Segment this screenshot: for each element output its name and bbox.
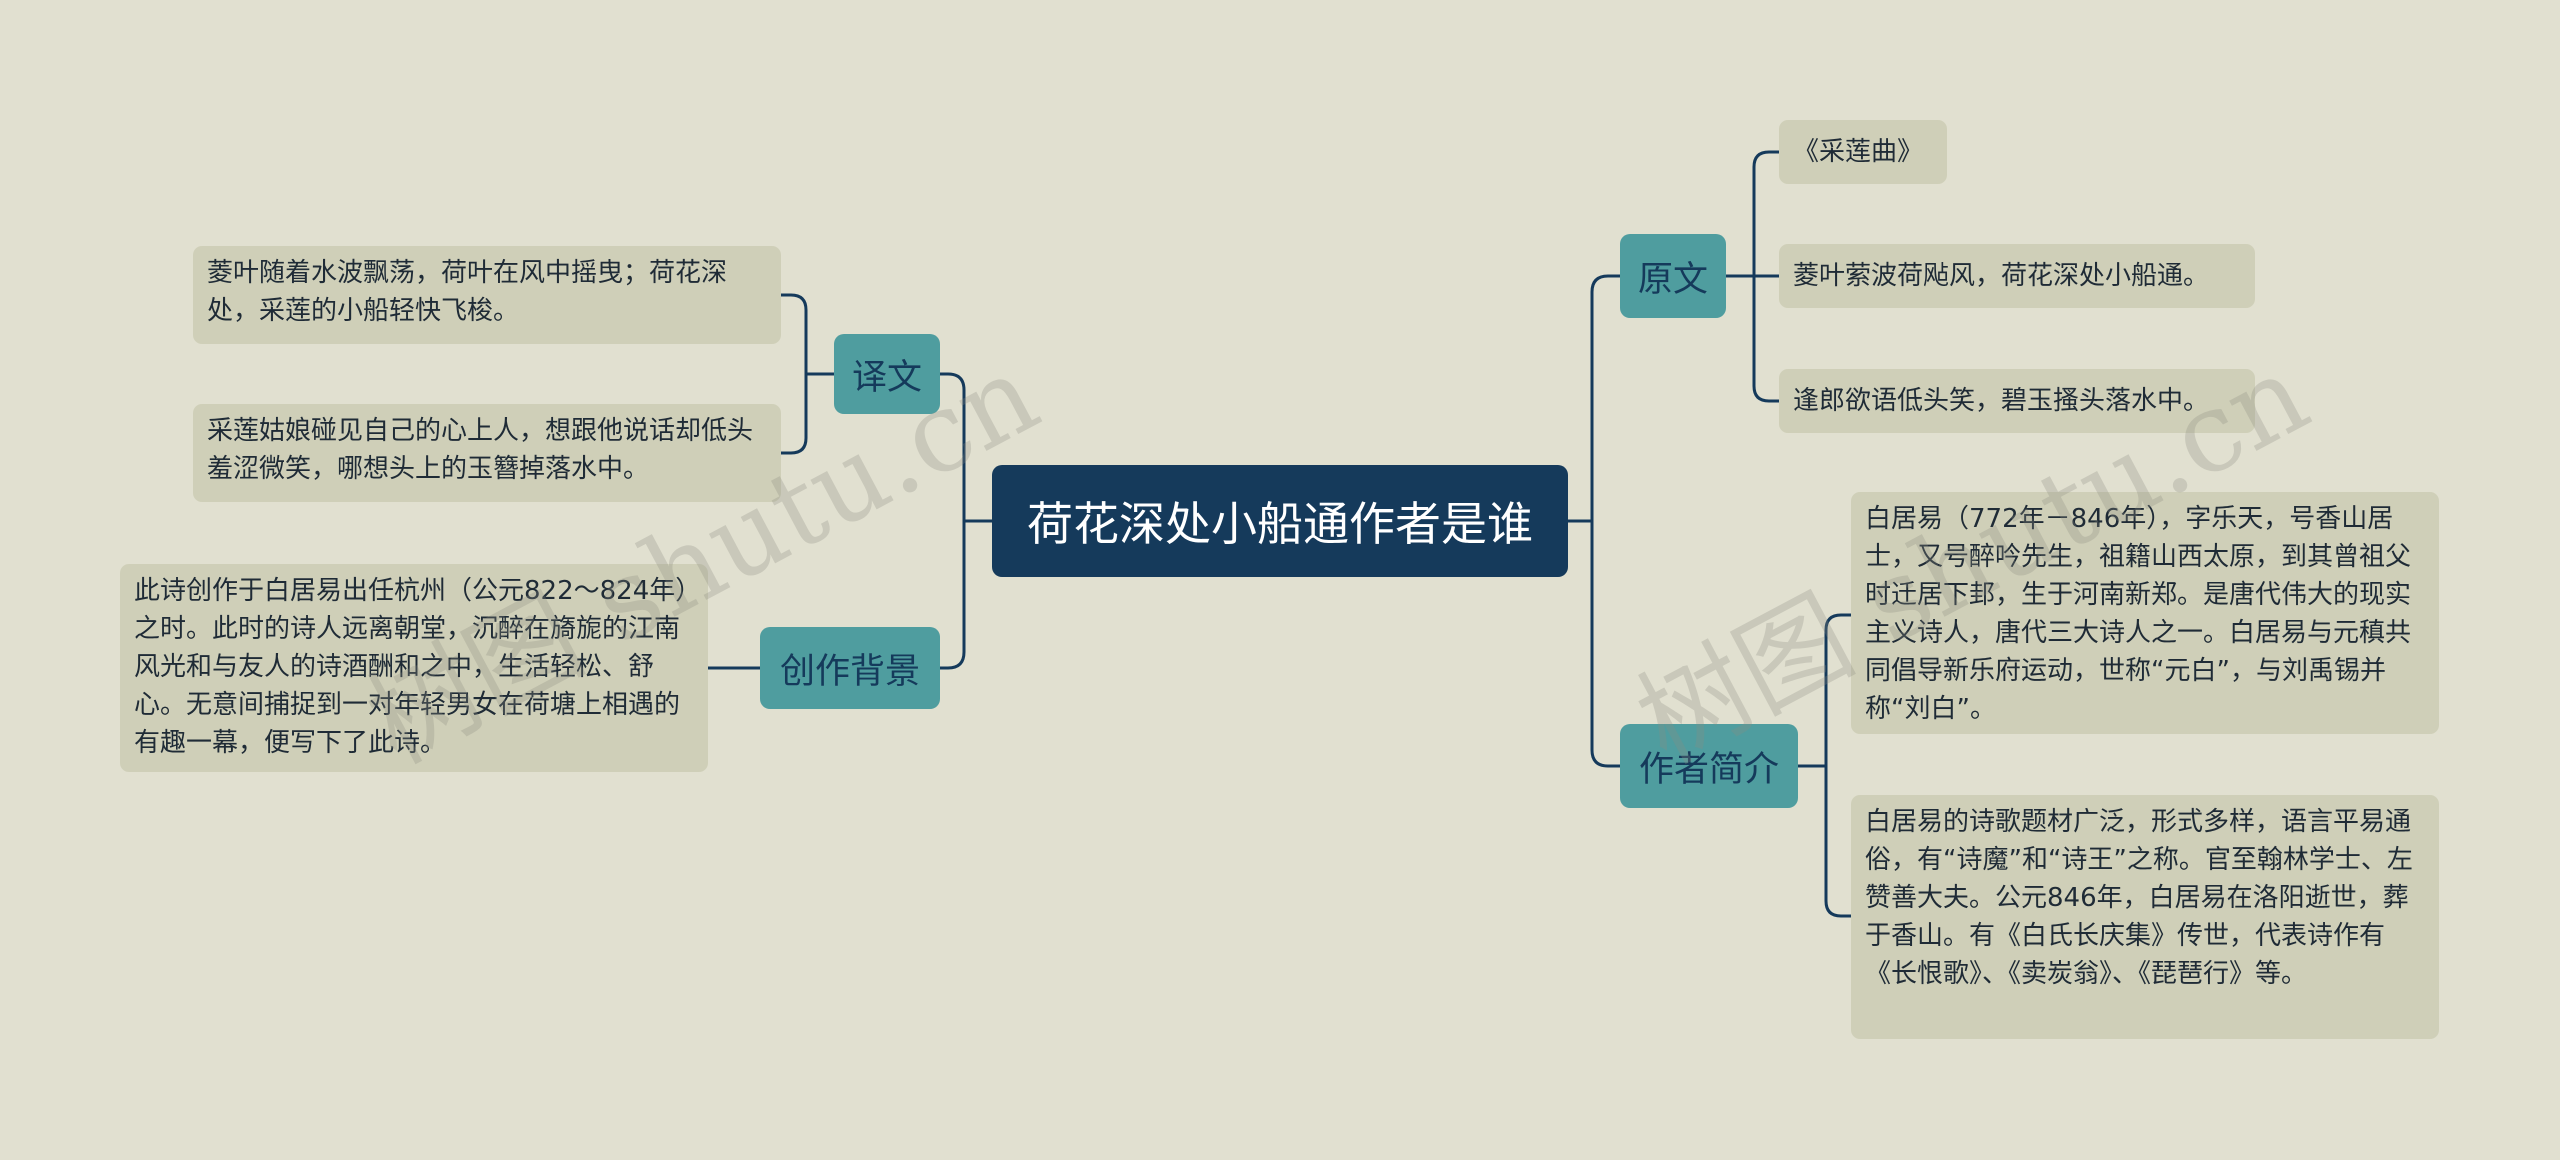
yiwen-leaf-2[interactable]: 采莲姑娘碰见自己的心上人，想跟他说话却低头羞涩微笑，哪想头上的玉簪掉落水中。 [193,404,781,502]
root-topic-label: 荷花深处小船通作者是谁 [1027,497,1533,551]
connector-to-yuanwen [1590,274,1620,521]
beijing-leaf-1[interactable]: 此诗创作于白居易出任杭州（公元822～824年）之时。此时的诗人远离朝堂，沉醉在… [120,564,708,772]
connector-zuozhe-leaf-1 [1824,613,1851,766]
connector-yuanwen-leaf-1 [1752,150,1779,276]
branch-beijing-label: 创作背景 [779,651,920,692]
zuozhe-leaf-2[interactable]: 白居易的诗歌题材广泛，形式多样，语言平易通俗，有“诗魔”和“诗王”之称。官至翰林… [1851,795,2439,1039]
branch-yiwen[interactable]: 译文 [834,334,940,414]
root-topic[interactable]: 荷花深处小船通作者是谁 [992,465,1568,577]
connector-yiwen-leaf-2 [781,374,808,455]
branch-beijing[interactable]: 创作背景 [760,627,940,709]
branch-yiwen-label: 译文 [851,357,922,398]
connector-to-beijing [940,521,966,670]
connector-yuanwen-leaf-3 [1752,276,1779,403]
zuozhe-leaf-1[interactable]: 白居易（772年－846年），字乐天，号香山居士，又号醉吟先生，祖籍山西太原，到… [1851,492,2439,734]
connector-yiwen-leaf-1 [781,293,808,374]
yuanwen-leaf-3[interactable]: 逢郎欲语低头笑，碧玉搔头落水中。 [1779,369,2255,433]
connector-zuozhe-leaf-2 [1824,766,1851,918]
yiwen-leaf-1[interactable]: 菱叶随着水波飘荡，荷叶在风中摇曳；荷花深处，采莲的小船轻快飞梭。 [193,246,781,344]
connector-to-zuozhe [1590,521,1620,768]
branch-zuozhe[interactable]: 作者简介 [1620,724,1798,808]
connector-to-yiwen [940,372,966,521]
branch-yuanwen[interactable]: 原文 [1620,234,1726,318]
branch-yuanwen-label: 原文 [1637,259,1708,300]
yuanwen-leaf-2[interactable]: 菱叶萦波荷飐风，荷花深处小船通。 [1779,244,2255,308]
yuanwen-leaf-1[interactable]: 《采莲曲》 [1779,120,1947,184]
branch-zuozhe-label: 作者简介 [1638,749,1779,790]
